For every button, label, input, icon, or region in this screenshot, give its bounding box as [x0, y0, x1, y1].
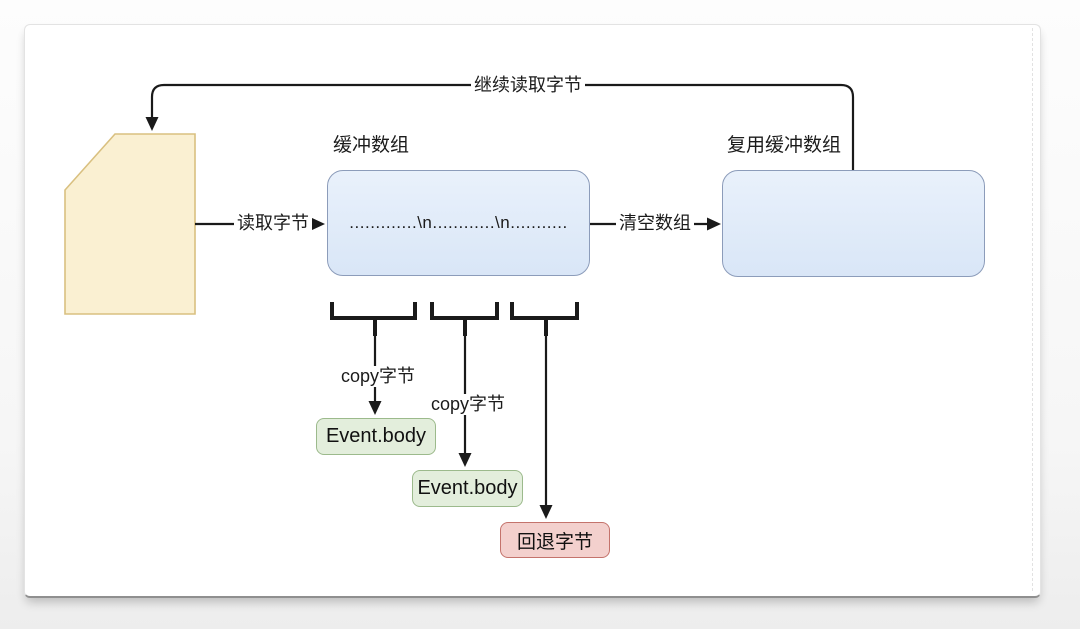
copy1-arrowhead: [368, 401, 382, 415]
copy2-arrowhead: [458, 453, 472, 467]
reuse-buffer-array-box: [722, 170, 985, 277]
event-body-label-1: Event.body: [325, 425, 427, 447]
event-body-box-2: Event.body: [412, 470, 523, 507]
clear-edge-label: 清空数组: [616, 213, 694, 234]
feedback-edge-label: 继续读取字节: [471, 75, 585, 96]
page-fold-line: [1032, 28, 1033, 591]
pushback-arrowhead: [539, 505, 553, 519]
copy2-edge-label: copy字节: [428, 394, 509, 415]
event-body-label-2: Event.body: [417, 477, 518, 499]
clear-arrowhead: [707, 217, 721, 231]
read-edge-label: 读取字节: [234, 213, 312, 234]
buffer-array-content: .............\n............\n...........: [349, 213, 568, 232]
segment-bracket-1: [330, 302, 417, 320]
segment-bracket-3: [510, 302, 579, 320]
feedback-edge-line: [150, 83, 855, 170]
buffer-array-title: 缓冲数组: [333, 135, 410, 156]
file-document-shape: [64, 133, 196, 315]
copy1-edge-label: copy字节: [338, 366, 419, 387]
reuse-buffer-array-title: 复用缓冲数组: [727, 135, 842, 156]
feedback-arrowhead: [145, 117, 159, 131]
buffer-array-box: .............\n............\n...........: [327, 170, 590, 276]
pushback-bytes-label: 回退字节: [516, 531, 593, 553]
segment-bracket-2: [430, 302, 499, 320]
event-body-box-1: Event.body: [316, 418, 436, 455]
read-arrowhead: [311, 217, 325, 231]
pushback-bytes-box: 回退字节: [500, 522, 610, 558]
